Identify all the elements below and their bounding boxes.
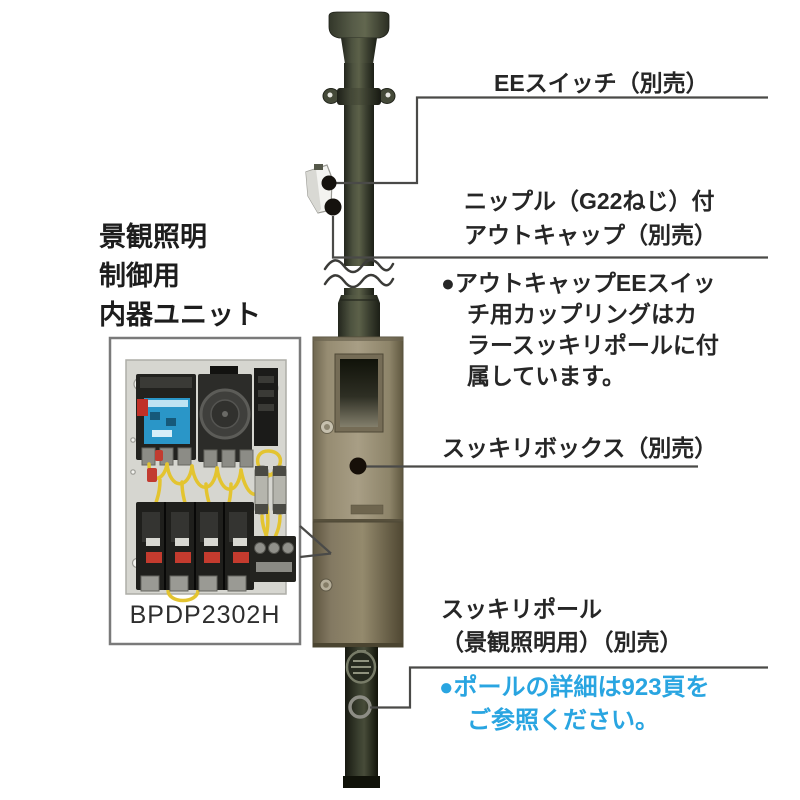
aux-device	[254, 368, 278, 446]
leader-lines	[299, 96, 768, 709]
breaker-switch-tabs	[146, 552, 249, 563]
note-pole-detail: ●ポールの詳細は923頁を ご参照ください。	[439, 674, 710, 734]
pole-shaft-stub	[344, 288, 374, 296]
pole-base-end	[343, 776, 380, 788]
label-ee-switch: EEスイッチ（別売）	[494, 70, 709, 96]
label-nipple-outcap: ニップル（G22ねじ）付 アウトキャップ（別売）	[464, 188, 717, 248]
branch-breakers	[136, 502, 254, 592]
sukkiri-box-upper	[312, 336, 404, 522]
leader-ee-switch	[336, 96, 768, 185]
pole-lower-shaft	[343, 647, 380, 788]
pole-top-cap	[328, 11, 390, 90]
timer-unit	[198, 366, 252, 462]
callout-dot-ee-icon	[321, 175, 337, 191]
box-divider	[313, 519, 403, 522]
leader-sukkiri-pole	[370, 666, 768, 709]
unit-photo-frame	[108, 336, 302, 646]
callout-dot-box-icon	[349, 457, 367, 475]
pole-emblem	[345, 650, 377, 684]
ee-coupling-collar	[322, 88, 396, 105]
callout-dot-nipple-icon	[324, 198, 342, 216]
sukkiri-box-lower	[312, 521, 404, 648]
terminal-clamps	[141, 447, 254, 468]
main-breaker	[136, 374, 196, 460]
label-sukkiri-box: スッキリボックス（別売）	[442, 435, 718, 461]
unit-arrow-icon	[299, 525, 332, 559]
red-wire-caps	[147, 450, 163, 482]
fuse-holders	[254, 465, 287, 515]
label-sukkiri-pole: スッキリポール （景観照明用）（別売）	[441, 596, 683, 655]
pole-upper-shaft	[344, 105, 374, 266]
box-nameplate	[350, 504, 384, 515]
pole-sleeve-joint	[338, 295, 380, 338]
breaker-red-indicator	[137, 399, 148, 416]
box-window	[340, 359, 378, 427]
note-outcap: ●アウトキャップEEスイッ チ用カップリングはカ ラースッキリポールに付 属して…	[441, 270, 719, 389]
label-unit-title: 景観照明 制御用 内器ユニット	[99, 222, 261, 330]
label-unit-model: BPDP2302H	[129, 601, 281, 629]
leader-nipple-outcap	[331, 216, 768, 259]
break-symbol-icon	[323, 258, 395, 289]
terminal-block	[250, 536, 296, 582]
